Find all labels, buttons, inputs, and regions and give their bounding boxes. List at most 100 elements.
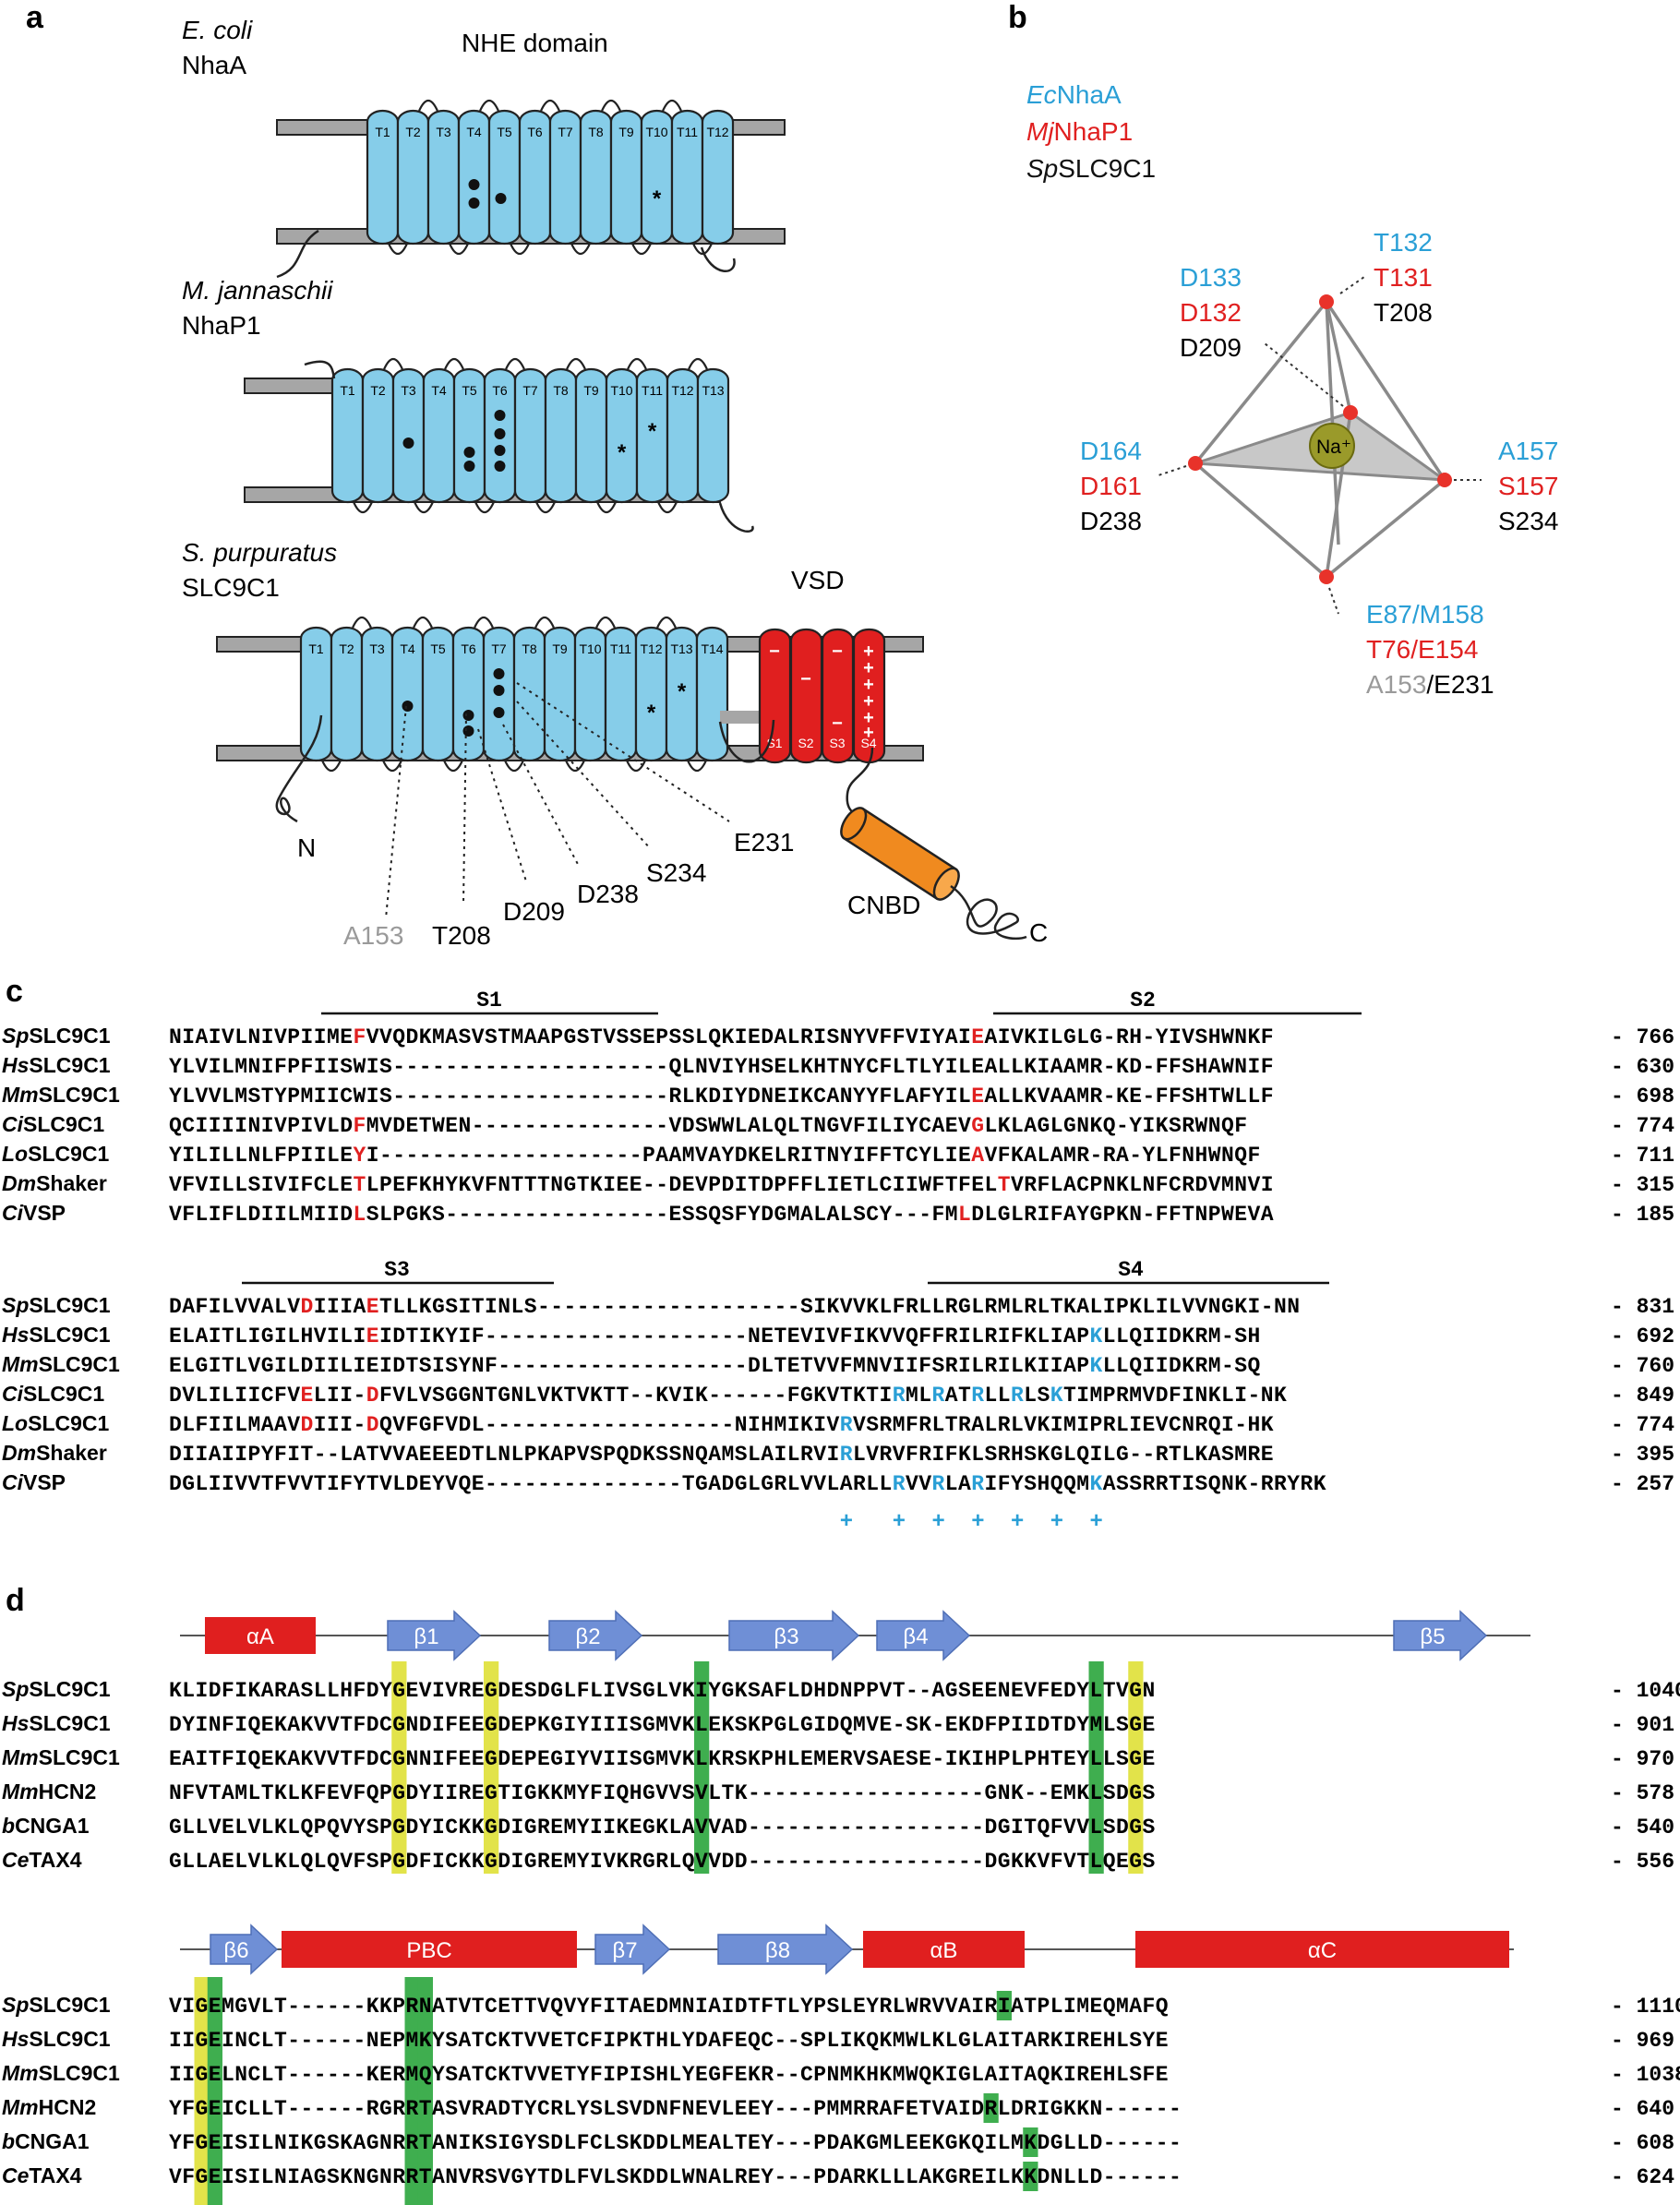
site-right-sp: S234 — [1498, 507, 1558, 535]
strand-beta3: β3 — [728, 1610, 860, 1661]
sequence-name: MmSLC9C1 — [2, 1352, 120, 1376]
loop — [692, 243, 713, 256]
loop — [534, 616, 555, 629]
positive-charge-mark: + — [1090, 1508, 1103, 1533]
helix-alpha-b: αB — [863, 1931, 1025, 1968]
sequence: YFGEISILNIKGSKAGNRRTANIKSIGYSDLFCLSKDDLM… — [169, 2131, 1182, 2155]
sequence-name: SpSLC9C1 — [2, 1993, 111, 2017]
helix-t1: T1 — [330, 367, 365, 504]
residue-d209: D209 — [503, 897, 565, 926]
sequence: YFGEICLLT------RGRRTASVRADTYCRLYSLSVDNFN… — [169, 2097, 1182, 2121]
charge-mark: − — [800, 669, 811, 689]
binding-residue-dot — [463, 447, 475, 458]
helix-t10: T10 — [605, 367, 639, 504]
loop — [321, 760, 342, 773]
sequence: YLVILMNIFPFIISWIS---------------------QL… — [169, 1055, 1274, 1079]
charge-mark: + — [863, 723, 874, 743]
svg-text:S3: S3 — [829, 736, 845, 750]
loop — [662, 99, 682, 112]
strand-beta7: β7 — [594, 1923, 671, 1975]
panel-d-letter: d — [6, 1583, 25, 1618]
sequence: ELAITLIGILHVILIEIDTIKYIF----------------… — [169, 1324, 1260, 1348]
helix-t10: T10 — [573, 626, 607, 762]
mjann-species: M. jannaschii — [182, 276, 333, 305]
helix-t1: T1 — [366, 109, 400, 246]
asterisk: * — [653, 186, 662, 211]
sequence-name: CeTAX4 — [2, 1848, 82, 1872]
loop — [449, 243, 469, 256]
residue-number: - 774 — [1611, 1114, 1674, 1138]
helix-t9: T9 — [574, 367, 608, 504]
helix-label: T11 — [642, 383, 663, 398]
sequence-name: HsSLC9C1 — [2, 1711, 111, 1735]
helix-t5: T5 — [452, 367, 486, 504]
residue-number: - 608 — [1611, 2131, 1674, 2155]
alignment-row: LoSLC9C1 DLFIILMAAVDIII-DQVFGFVDL--------… — [2, 1411, 1674, 1437]
residue-number: - 1110 — [1611, 1995, 1680, 2019]
helix-t5: T5 — [487, 109, 522, 246]
helix-t9: T9 — [543, 626, 577, 762]
legend-mj: MjNhaP1 — [1026, 117, 1133, 146]
residue-number: - 970 — [1611, 1747, 1674, 1771]
residue-number: - 640 — [1611, 2097, 1674, 2121]
helix-t6: T6 — [451, 626, 486, 762]
svg-text:S4: S4 — [860, 736, 876, 750]
loop — [687, 760, 707, 773]
sequence-name: SpSLC9C1 — [2, 1677, 111, 1701]
helix-t4: T4 — [457, 109, 491, 246]
residue-number: - 257 — [1611, 1472, 1674, 1496]
sequence: DYINFIQEKAKVVTFDCGNDIFEEGDEPKGIYIIISGMVK… — [169, 1713, 1155, 1737]
conserved-column — [417, 1977, 433, 2205]
vsd-helix-s3: S3 — [821, 628, 855, 764]
residue-callouts — [385, 682, 730, 919]
helix-label: T3 — [401, 383, 416, 398]
helix-t2: T2 — [396, 109, 430, 246]
n-tail — [304, 360, 336, 379]
sodium-ion — [1309, 423, 1355, 469]
sequence-name: LoSLC9C1 — [2, 1411, 110, 1435]
residue-number: - 969 — [1611, 2029, 1674, 2053]
sequence-name: CiSLC9C1 — [2, 1112, 104, 1136]
residue-number: - 698 — [1611, 1085, 1674, 1108]
sequence-name: SpSLC9C1 — [2, 1293, 111, 1317]
svg-text:S2: S2 — [798, 736, 813, 750]
helix-label: T6 — [527, 125, 543, 139]
sequence: DLFIILMAAVDIII-DQVFGFVDL----------------… — [169, 1413, 1274, 1437]
site-bottom-mj: T76/E154 — [1366, 635, 1478, 664]
site-top-left-mj: D132 — [1180, 298, 1242, 327]
conserved-column — [194, 1977, 210, 2205]
helix-label: T12 — [671, 383, 693, 398]
sequence-name: LoSLC9C1 — [2, 1142, 110, 1166]
strand-beta5: β5 — [1393, 1610, 1488, 1661]
charge-mark: − — [832, 713, 843, 734]
charge-mark: − — [832, 641, 843, 662]
helix-t2: T2 — [330, 626, 364, 762]
loop — [626, 760, 646, 773]
sequence: DAFILVVALVDIIIAETLLKGSITINLS------------… — [169, 1295, 1300, 1319]
helix-label: T11 — [677, 125, 698, 139]
sequence-name: CiSLC9C1 — [2, 1382, 104, 1406]
panel-b-letter: b — [1008, 0, 1027, 35]
helix-alpha-c: αC — [1135, 1931, 1509, 1968]
residue-d238: D238 — [577, 880, 639, 908]
loop — [443, 760, 463, 773]
sequence: YLVVLMSTYPMIICWIS---------------------RL… — [169, 1085, 1274, 1108]
sequence: IIGELNCLT------KERMQYSATCKTVVETYFIPISHLY… — [169, 2063, 1169, 2087]
helix-label: T4 — [431, 383, 447, 398]
residue-number: - 901 — [1611, 1713, 1674, 1737]
sequence: EAITFIQEKAKVVTFDCGNNIFEEGDEPEGIYVIISGMVK… — [169, 1747, 1155, 1771]
binding-residue-dot — [493, 707, 505, 718]
helix-label: T6 — [461, 641, 476, 656]
helix-label: T5 — [462, 383, 477, 398]
helix-t10: T10 — [640, 109, 674, 246]
helix-label: T10 — [645, 125, 667, 139]
svg-text:β6: β6 — [223, 1938, 248, 1963]
sequence: NIAIVLNIVPIIMEFVVQDKMASVSTMAAPGSTVSSEPSS… — [169, 1025, 1274, 1049]
charge-mark: + — [863, 641, 874, 662]
